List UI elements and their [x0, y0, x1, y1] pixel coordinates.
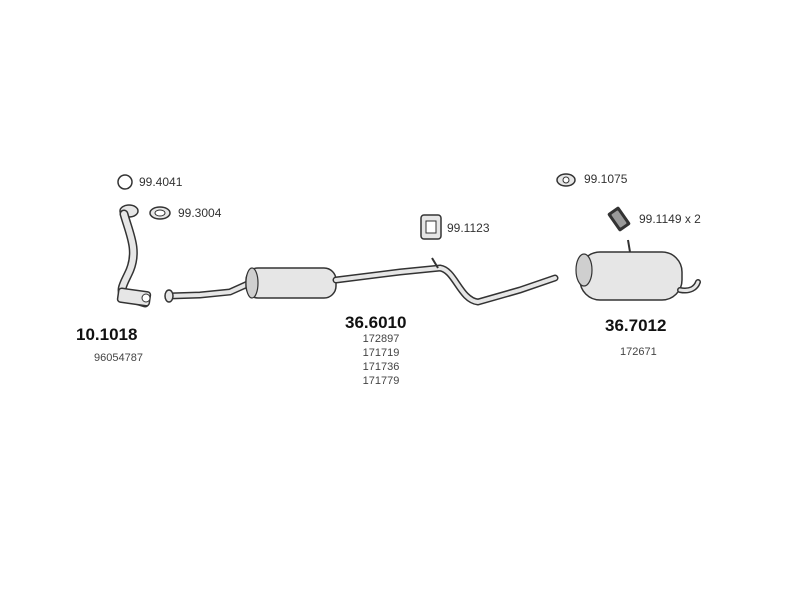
middle-part-number: 36.6010	[345, 313, 407, 332]
hanger-icon	[420, 214, 442, 240]
rubber-mount-icon	[607, 206, 631, 232]
rear-silencer	[575, 239, 701, 301]
front-part-number: 10.1018	[76, 325, 138, 344]
rear-oem-ref: 172671	[620, 346, 657, 358]
middle-oem-ref: 171779	[362, 375, 400, 387]
front-downpipe	[116, 204, 152, 308]
middle-oem-ref: 171736	[362, 361, 400, 373]
clamp-icon	[556, 173, 576, 187]
gasket-icon	[149, 206, 171, 220]
ring-icon	[117, 174, 133, 190]
middle-oem-ref: 171719	[362, 347, 400, 359]
front-oem-ref: 96054787	[94, 352, 143, 364]
gasket-label: 99.3004	[178, 206, 222, 220]
middle-oem-ref-list: 172897 171719 171736 171779	[331, 332, 431, 388]
hanger-label: 99.1123	[447, 221, 490, 235]
rubber-mount-label: 99.1149 x 2	[639, 212, 701, 226]
rear-part-number: 36.7012	[605, 316, 667, 335]
clamp-label: 99.1075	[584, 172, 628, 186]
ring-label: 99.4041	[139, 175, 183, 189]
middle-oem-ref: 172897	[362, 333, 400, 345]
middle-silencer-section	[164, 257, 559, 306]
